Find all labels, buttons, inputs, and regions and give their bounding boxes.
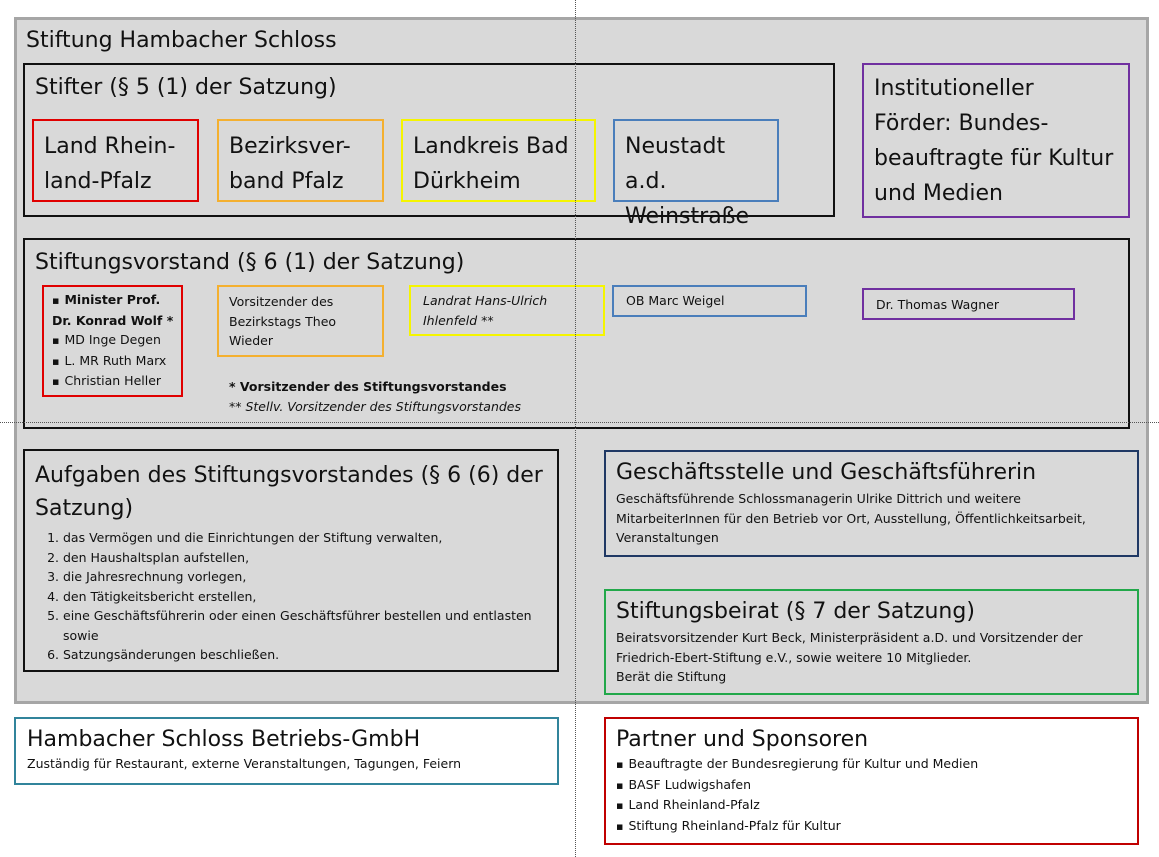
vorstand-title: Stiftungsvorstand (§ 6 (1) der Satzung) (35, 250, 465, 275)
partner-item: Land Rheinland-Pfalz (616, 795, 1127, 816)
aufgaben-item: die Jahresrechnung vorlegen, (63, 567, 547, 587)
vorstand-bund: Dr. Thomas Wagner (862, 288, 1075, 320)
stifter-box: Stifter (§ 5 (1) der Satzung) (23, 63, 835, 217)
vorstand-box: Stiftungsvorstand (§ 6 (1) der Satzung) (23, 238, 1130, 429)
geschaeftsstelle-box: Geschäftsstelle und Geschäftsführerin Ge… (604, 450, 1139, 557)
beirat-title: Stiftungsbeirat (§ 7 der Satzung) (616, 599, 975, 624)
vorstand-neustadt: OB Marc Weigel (612, 285, 807, 317)
stifter-land: Land Rhein-land-Pfalz (32, 119, 199, 202)
note-stellv: ** Stellv. Vorsitzender des Stiftungsvor… (229, 399, 522, 414)
institutioneller-foerderer: Institutioneller Förder: Bundes-beauftra… (862, 63, 1130, 218)
gmbh-title: Hambacher Schloss Betriebs-GmbH (27, 727, 421, 752)
stifter-bezirksverband: Bezirksver-band Pfalz (217, 119, 384, 202)
vorstand-member: L. MR Ruth Marx (52, 351, 177, 372)
vorstand-landkreis: Landrat Hans-Ulrich Ihlenfeld ** (409, 285, 605, 336)
aufgaben-item: das Vermögen und die Einrichtungen der S… (63, 528, 547, 548)
guide-line-vertical (575, 0, 576, 857)
guide-line-horizontal (0, 422, 1159, 423)
partner-item: Beauftragte der Bundesregierung für Kult… (616, 754, 1127, 775)
note-vorsitzender: * Vorsitzender des Stiftungsvorstandes (229, 379, 507, 394)
partner-title: Partner und Sponsoren (616, 727, 869, 752)
aufgaben-list: das Vermögen und die Einrichtungen der S… (35, 528, 547, 665)
vorstand-member: Minister Prof. Dr. Konrad Wolf * (52, 290, 177, 330)
geschaeftsstelle-title: Geschäftsstelle und Geschäftsführerin (616, 460, 1037, 485)
beirat-text2: Berät die Stiftung (616, 669, 727, 684)
vorstand-member: MD Inge Degen (52, 330, 177, 351)
vorstand-member: Christian Heller (52, 371, 177, 392)
aufgaben-title: Aufgaben des Stiftungsvorstandes (§ 6 (6… (35, 463, 543, 521)
aufgaben-item: den Tätigkeitsbericht erstellen, (63, 587, 547, 607)
foundation-title: Stiftung Hambacher Schloss (26, 28, 337, 53)
gmbh-box: Hambacher Schloss Betriebs-GmbH Zuständi… (14, 717, 559, 785)
aufgaben-item: eine Geschäftsführerin oder einen Geschä… (63, 606, 547, 645)
vorstand-land: Minister Prof. Dr. Konrad Wolf * MD Inge… (42, 285, 183, 397)
stifter-landkreis: Landkreis Bad Dürkheim (401, 119, 596, 202)
partner-item: BASF Ludwigshafen (616, 775, 1127, 796)
aufgaben-item: Satzungsänderungen beschließen. (63, 645, 547, 665)
beirat-box: Stiftungsbeirat (§ 7 der Satzung) Beirat… (604, 589, 1139, 695)
partner-item: Stiftung Rheinland-Pfalz für Kultur (616, 816, 1127, 837)
beirat-text: Beiratsvorsitzender Kurt Beck, Ministerp… (616, 630, 1083, 665)
stifter-title: Stifter (§ 5 (1) der Satzung) (35, 75, 337, 100)
partner-box: Partner und Sponsoren Beauftragte der Bu… (604, 717, 1139, 845)
aufgaben-box: Aufgaben des Stiftungsvorstandes (§ 6 (6… (23, 449, 559, 672)
vorstand-bezirk: Vorsitzender des Bezirkstags Theo Wieder (217, 285, 384, 357)
geschaeftsstelle-text: Geschäftsführende Schlossmanagerin Ulrik… (616, 491, 1086, 545)
gmbh-text: Zuständig für Restaurant, externe Verans… (27, 756, 462, 771)
stifter-neustadt: Neustadt a.d. Weinstraße (613, 119, 779, 229)
aufgaben-item: den Haushaltsplan aufstellen, (63, 548, 547, 568)
